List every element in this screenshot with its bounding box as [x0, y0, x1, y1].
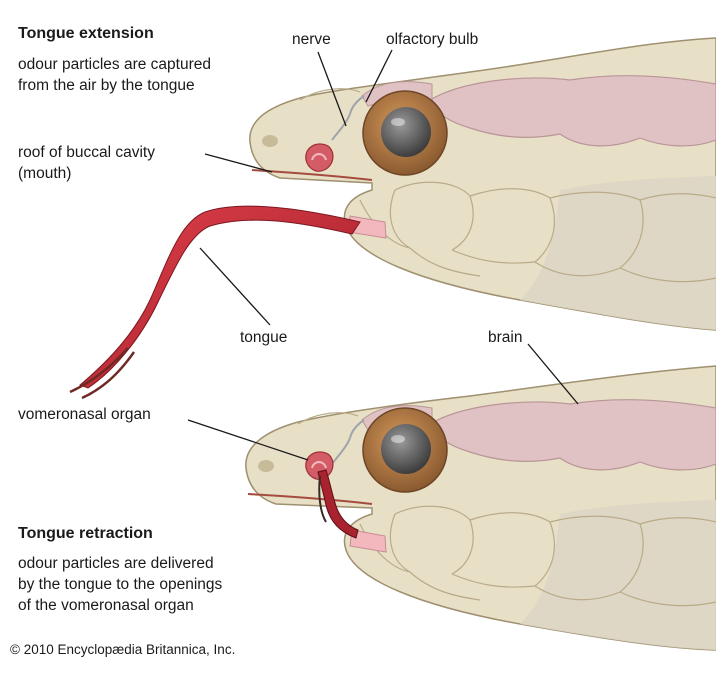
- retraction-caption-line1: odour particles are delivered: [18, 555, 214, 572]
- extension-caption-line2: from the air by the tongue: [18, 77, 195, 94]
- bottom-pupil: [381, 424, 431, 474]
- nerve-leader: [317, 51, 347, 127]
- retraction-caption-line3: of the vomeronasal organ: [18, 597, 194, 614]
- bottom-mouth-roof: [247, 493, 373, 505]
- tongue-label: tongue: [240, 329, 288, 346]
- roof-label-line2: (mouth): [18, 165, 72, 182]
- bottom-snake-head: [245, 365, 716, 651]
- top-snake-head: [69, 37, 716, 400]
- top-brain: [429, 75, 716, 147]
- brain-leader: [527, 343, 579, 405]
- vomeronasal-leader: [187, 419, 309, 461]
- extension-caption-line1: odour particles are captured: [18, 56, 212, 73]
- top-nerve: [349, 95, 365, 115]
- bottom-tongue: [317, 469, 359, 539]
- top-tongue: [79, 205, 361, 389]
- bottom-tongue-sheath: [349, 529, 387, 553]
- copyright-notice: © 2010 Encyclopædia Britannica, Inc.: [10, 642, 236, 657]
- leader-lines: [187, 49, 579, 461]
- retraction-caption-line2: by the tongue to the openings: [18, 576, 223, 593]
- vomeronasal-organ-label: vomeronasal organ: [18, 406, 151, 423]
- olfactory-bulb-label: olfactory bulb: [386, 31, 479, 48]
- top-vomeronasal-organ: [305, 143, 334, 172]
- tongue-leader: [199, 247, 271, 326]
- nerve-label: nerve: [292, 31, 331, 48]
- top-nostril: [262, 135, 278, 147]
- extension-heading: Tongue extension: [18, 25, 154, 42]
- top-head-back-scales: [520, 176, 716, 330]
- brain-label: brain: [488, 329, 523, 346]
- roof-label-line1: roof of buccal cavity: [18, 144, 155, 161]
- top-mouth-roof: [251, 169, 373, 181]
- retraction-heading: Tongue retraction: [18, 525, 153, 542]
- bottom-brain: [429, 399, 716, 471]
- olfactory-bulb-leader: [365, 49, 393, 103]
- roof-leader: [204, 153, 273, 173]
- top-pupil: [381, 107, 431, 157]
